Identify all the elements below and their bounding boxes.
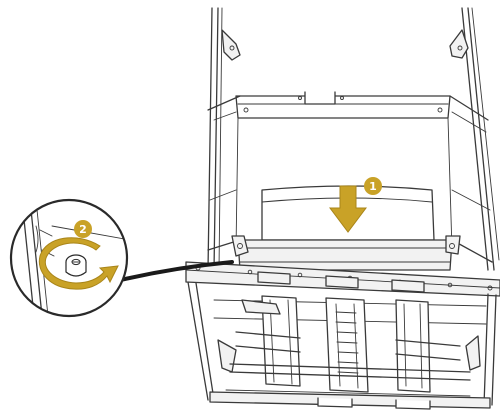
lower-frame <box>187 281 497 410</box>
rotate-arrow-icon <box>38 237 119 290</box>
knob <box>65 254 87 277</box>
right-post <box>449 7 500 271</box>
roller-shaft <box>229 363 471 381</box>
left-post <box>207 7 241 271</box>
front-beam <box>185 261 500 297</box>
step-1-number: 1 <box>369 180 377 193</box>
roller-center <box>325 297 369 393</box>
step-2-number: 2 <box>79 223 87 236</box>
roller-right <box>395 299 461 393</box>
step-2-badge: 2 <box>74 220 92 238</box>
down-arrow-icon <box>329 185 367 233</box>
callout-connector <box>110 260 234 284</box>
back-panel <box>235 91 453 251</box>
left-side-frame <box>207 95 241 251</box>
roller-left <box>235 295 301 387</box>
step-1-badge: 1 <box>364 177 382 195</box>
